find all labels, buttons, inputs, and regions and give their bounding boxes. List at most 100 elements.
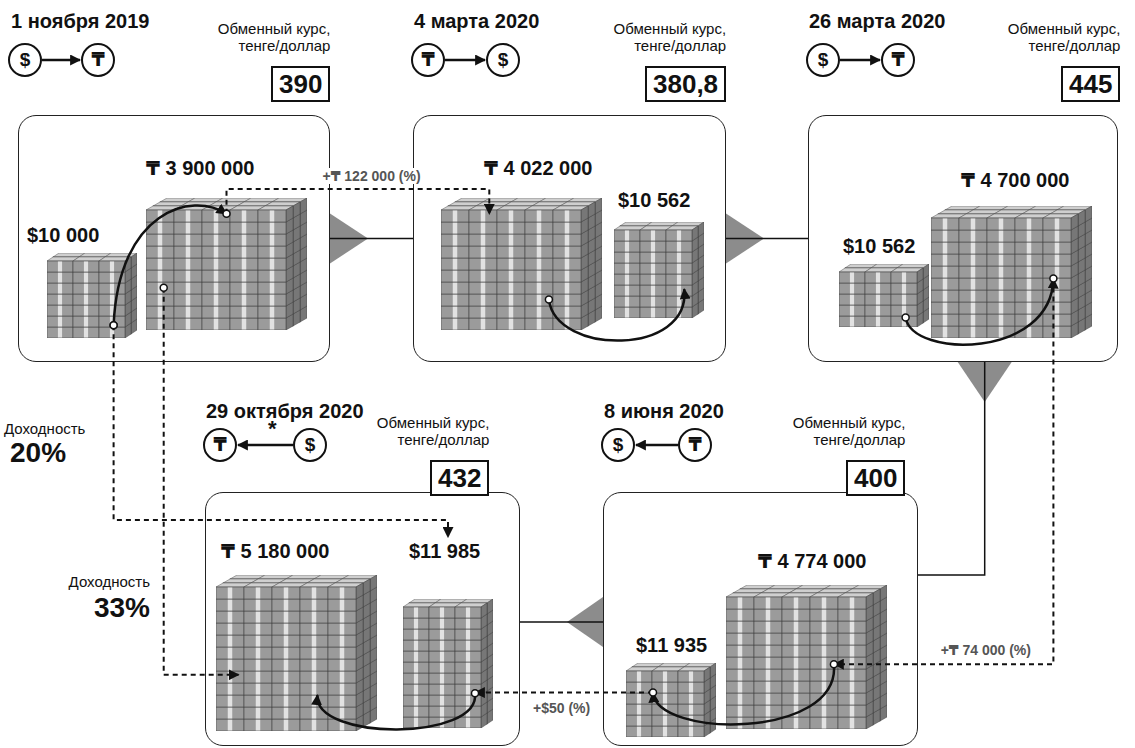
bill-side xyxy=(286,206,293,222)
bill-band xyxy=(186,247,190,258)
bill-band xyxy=(1027,219,1031,230)
bill-front xyxy=(987,230,1015,242)
bill-band xyxy=(509,259,513,270)
date-heading: 29 октября 2020 xyxy=(206,400,364,422)
bill-band xyxy=(186,223,190,234)
bill-front xyxy=(146,282,174,294)
bill-front xyxy=(469,306,497,318)
bill-band xyxy=(565,211,569,222)
bill-band xyxy=(453,307,457,318)
rate-box: Обменный курс, тенге/доллар445 xyxy=(1061,66,1120,102)
bill-front xyxy=(1015,302,1043,314)
bill-band xyxy=(84,284,88,294)
bill-front xyxy=(230,306,258,318)
bill-front xyxy=(258,294,286,306)
bill-front xyxy=(469,258,497,270)
bill-front xyxy=(553,282,581,294)
bill-band xyxy=(158,259,162,270)
bill-front xyxy=(469,222,497,234)
bill-front xyxy=(441,222,469,234)
bill-band xyxy=(625,275,629,285)
bill-front xyxy=(1043,242,1071,254)
bill-band xyxy=(651,242,655,252)
bill-band xyxy=(1055,267,1059,278)
bill-front xyxy=(146,210,174,222)
bill-band xyxy=(1055,303,1059,314)
bill-front xyxy=(469,234,497,246)
bill-band xyxy=(565,283,569,294)
bill-band xyxy=(999,279,1003,290)
bill-front xyxy=(525,210,553,222)
bill-front xyxy=(497,318,525,330)
bill-front xyxy=(931,230,959,242)
bill-front xyxy=(1043,230,1071,242)
bill-front xyxy=(73,283,99,294)
bill-front xyxy=(525,318,553,330)
bill-band xyxy=(943,327,947,338)
bill-band xyxy=(509,283,513,294)
bill-band xyxy=(481,307,485,318)
bill-band xyxy=(999,267,1003,278)
bill-band xyxy=(625,308,629,318)
bill-front xyxy=(553,318,581,330)
bill-band xyxy=(1027,255,1031,266)
bill-band xyxy=(242,211,246,222)
bill-band xyxy=(999,243,1003,254)
bill-front xyxy=(987,290,1015,302)
bill-front xyxy=(202,222,230,234)
bill-band xyxy=(943,255,947,266)
bill-band xyxy=(58,295,62,305)
bill-front xyxy=(959,218,987,230)
bill-front xyxy=(666,296,692,307)
bill-front xyxy=(959,266,987,278)
amount: $10 000 xyxy=(27,223,137,247)
bill-front xyxy=(258,282,286,294)
bill-front xyxy=(959,326,987,338)
money-stack: ₸ 4 022 000 xyxy=(441,156,602,330)
date-wrap: 4 марта 2020 xyxy=(414,9,539,33)
bill-band xyxy=(110,328,114,338)
bill-band xyxy=(214,319,218,330)
currency-circle: $ xyxy=(8,43,42,77)
bill-band xyxy=(509,223,513,234)
bill-front xyxy=(202,210,230,222)
bill-front xyxy=(146,234,174,246)
bill-side xyxy=(581,206,588,222)
bill-band xyxy=(186,319,190,330)
bill-front xyxy=(47,294,73,305)
bill-band xyxy=(110,284,114,294)
bill-side xyxy=(595,198,602,214)
bill-band xyxy=(58,273,62,283)
bill-front xyxy=(987,218,1015,230)
bill-front xyxy=(614,241,640,252)
bill-front xyxy=(258,306,286,318)
amount: ₸ 5 180 000 xyxy=(221,539,377,563)
bill-front xyxy=(1043,278,1071,290)
bill-band xyxy=(242,235,246,246)
bill-front xyxy=(666,307,692,318)
bill-band xyxy=(677,242,681,252)
bill-band xyxy=(651,308,655,318)
bill-band xyxy=(242,283,246,294)
bill-front xyxy=(202,246,230,258)
bill-front xyxy=(1015,230,1043,242)
money-stack-picture xyxy=(216,575,377,731)
bill-front xyxy=(174,294,202,306)
bill-front xyxy=(1015,218,1043,230)
bill-band xyxy=(971,267,975,278)
bill-side xyxy=(1085,206,1092,222)
bill-front xyxy=(497,222,525,234)
bill-band xyxy=(537,211,541,222)
bill-band xyxy=(84,273,88,283)
bill-front xyxy=(469,246,497,258)
bill-side xyxy=(698,222,704,237)
bill-band xyxy=(565,235,569,246)
bill-front xyxy=(230,318,258,330)
bill-band xyxy=(537,295,541,306)
bill-band xyxy=(625,253,629,263)
bill-front xyxy=(891,272,917,283)
bill-front xyxy=(497,258,525,270)
bill-band xyxy=(270,223,274,234)
bill-front xyxy=(441,294,469,306)
